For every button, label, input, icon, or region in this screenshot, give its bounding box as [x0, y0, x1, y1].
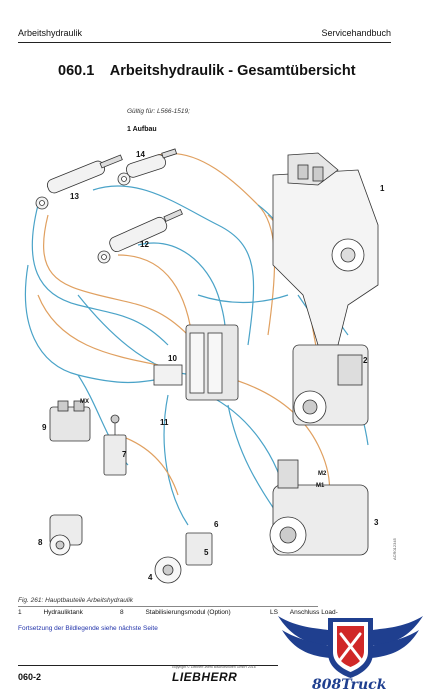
legend-item-8: 8 Stabilisierungsmodul (Option): [120, 609, 231, 616]
callout-4: 4: [148, 573, 153, 582]
legend-num: LS: [270, 609, 278, 616]
cylinder-12: [97, 208, 183, 264]
header-rule: [18, 42, 391, 43]
pilot-control-device: [103, 414, 127, 476]
caption-rule: [18, 606, 318, 607]
diagram-callouts: 13 14 12 1 2 3 4 5 6 7 8 9 10 11 M1 M2 M…: [38, 150, 385, 582]
callout-m1: M1: [316, 483, 325, 489]
808truck-watermark-logo: [278, 616, 423, 678]
legend-text: Anschluss Load-: [289, 609, 338, 616]
page-number: 060-2: [18, 672, 42, 682]
callout-11: 11: [160, 418, 169, 427]
main-pump: [292, 344, 369, 426]
section-title: 060.1 Arbeitshydraulik - Gesamtübersicht: [58, 63, 356, 79]
legend-num: 8: [120, 609, 124, 616]
callout-5: 5: [204, 548, 209, 557]
hydraulic-tank: [272, 152, 379, 346]
callout-8: 8: [38, 538, 43, 547]
validity-note: Gültig für: L566-1519;: [127, 108, 190, 115]
callout-7: 7: [122, 450, 127, 459]
legend-item-ls: LS Anschluss Load-: [270, 609, 338, 616]
footer-rule: [18, 665, 278, 666]
valve-6: [185, 532, 213, 566]
callout-13: 13: [70, 192, 79, 201]
callout-mx: MX: [80, 399, 89, 405]
section-title-text: Arbeitshydraulik - Gesamtübersicht: [109, 63, 356, 79]
legend-num: 1: [18, 609, 22, 616]
liebherr-logo: LIEBHERR: [172, 670, 238, 684]
callout-2: 2: [363, 356, 368, 365]
secondary-pump: [269, 459, 369, 556]
section-number: 060.1: [58, 63, 95, 79]
callout-14: 14: [136, 150, 145, 159]
legend-text: Stabilisierungsmodul (Option): [145, 609, 231, 616]
callout-6: 6: [214, 520, 219, 529]
callout-3: 3: [374, 518, 379, 527]
cylinder-13: [35, 154, 123, 210]
page-header: Arbeitshydraulik Servicehandbuch: [18, 28, 391, 42]
header-chapter: Arbeitshydraulik: [18, 28, 83, 38]
hydraulic-overview-diagram: 13 14 12 1 2 3 4 5 6 7 8 9 10 11 M1 M2 M…: [24, 148, 385, 584]
control-valve-block: [153, 324, 239, 401]
continuation-note: Fortsetzung der Bildlegende siehe nächst…: [18, 625, 158, 632]
legend-text: Hydrauliktank: [43, 609, 83, 616]
cylinder-14: [117, 148, 178, 186]
callout-12: 12: [140, 240, 149, 249]
copyright-text: copyright © Liebherr-Werk Bischofshofen …: [172, 665, 256, 669]
callout-9: 9: [42, 423, 47, 432]
header-manual-type: Servicehandbuch: [321, 28, 391, 38]
figure-caption: Fig. 261: Hauptbauteile Arbeitshydraulik: [18, 597, 134, 604]
legend-item-1: 1 Hydrauliktank: [18, 609, 83, 616]
callout-10: 10: [168, 354, 177, 363]
motor-5: [154, 556, 182, 584]
callout-1: 1: [380, 184, 385, 193]
stabilizer-module: [49, 400, 91, 442]
callout-m2: M2: [318, 471, 327, 477]
component-8: [49, 514, 83, 556]
subsection-heading: 1 Aufbau: [127, 126, 157, 133]
drawing-code: ACR012345: [392, 538, 397, 560]
watermark-text: 808Truck: [312, 677, 387, 693]
